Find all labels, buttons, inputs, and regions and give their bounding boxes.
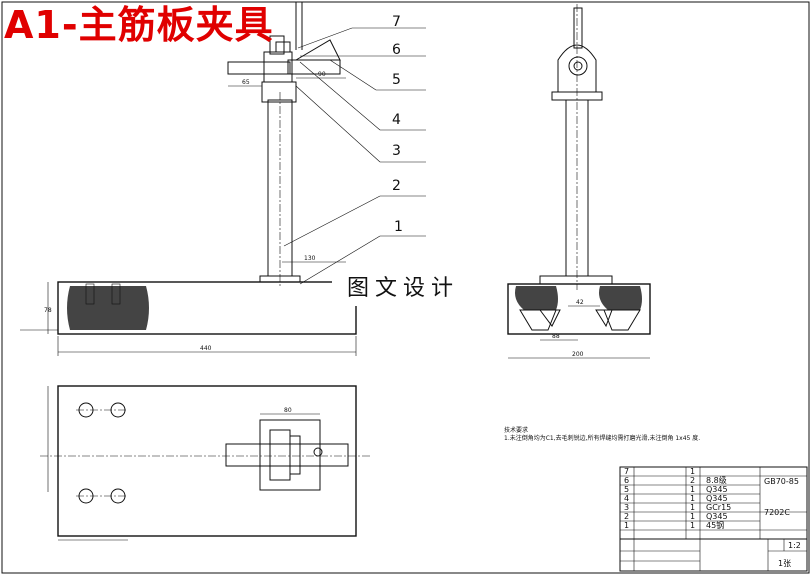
side-view: 200 88 42 <box>507 4 651 359</box>
drawing-title-banner: A1-主筋板夹具 <box>4 3 274 47</box>
tb-no-1: 1 <box>624 521 629 530</box>
dim-78: 78 <box>44 307 52 314</box>
tb-no-4: 4 <box>624 494 629 503</box>
tb-no-3: 3 <box>624 503 629 512</box>
dim-90: 90 <box>318 71 326 78</box>
tb-no-7: 7 <box>624 467 629 476</box>
dim-65: 65 <box>242 79 250 86</box>
tb-std-gb: GB70-85 <box>764 477 799 486</box>
tb-mat-2: Q345 <box>706 512 728 521</box>
callout-2: 2 <box>392 178 401 194</box>
tb-qty-5: 1 <box>690 485 695 494</box>
front-view: 440 78 130 65 90 <box>20 2 357 356</box>
tb-mat-6: 8.8级 <box>706 475 727 485</box>
tb-mat-3: GCr15 <box>706 503 731 512</box>
title-block <box>619 466 808 572</box>
tb-mat-4: Q345 <box>706 494 728 503</box>
dim-440: 440 <box>200 345 212 352</box>
callout-leaders <box>283 27 426 285</box>
dim-130: 130 <box>304 255 316 262</box>
callout-6: 6 <box>392 42 401 58</box>
tb-no-5: 5 <box>624 485 629 494</box>
tb-sheet: 1张 <box>778 559 791 568</box>
callout-5: 5 <box>392 72 401 88</box>
tb-mat-5: Q345 <box>706 485 728 494</box>
tb-qty-3: 1 <box>690 503 695 512</box>
tb-bearing: 7202C <box>764 508 790 517</box>
dim-42: 42 <box>576 299 584 306</box>
tb-qty-7: 1 <box>690 467 695 476</box>
dim-200: 200 <box>572 351 584 358</box>
tb-qty-6: 2 <box>690 476 695 485</box>
plan-view: 80 <box>40 385 370 541</box>
callout-4: 4 <box>392 112 401 128</box>
notes-heading: 技术要求 <box>504 426 528 434</box>
tb-no-2: 2 <box>624 512 629 521</box>
watermark-label: 图文设计 <box>332 272 474 306</box>
dim-80: 80 <box>284 407 292 414</box>
callout-1: 1 <box>394 219 403 235</box>
tb-no-6: 6 <box>624 476 629 485</box>
dim-88: 88 <box>552 333 560 340</box>
notes-line1: 1.未注倒角均为C1,去毛刺锐边,所有焊缝均需打磨光滑,未注倒角 1x45 度. <box>504 434 700 442</box>
tb-scale: 1:2 <box>788 541 801 550</box>
callout-7: 7 <box>392 14 401 30</box>
tb-qty-1: 1 <box>690 521 695 530</box>
tb-qty-2: 1 <box>690 512 695 521</box>
tb-qty-4: 1 <box>690 494 695 503</box>
tb-mat-1: 45钢 <box>706 520 724 530</box>
callout-3: 3 <box>392 143 401 159</box>
